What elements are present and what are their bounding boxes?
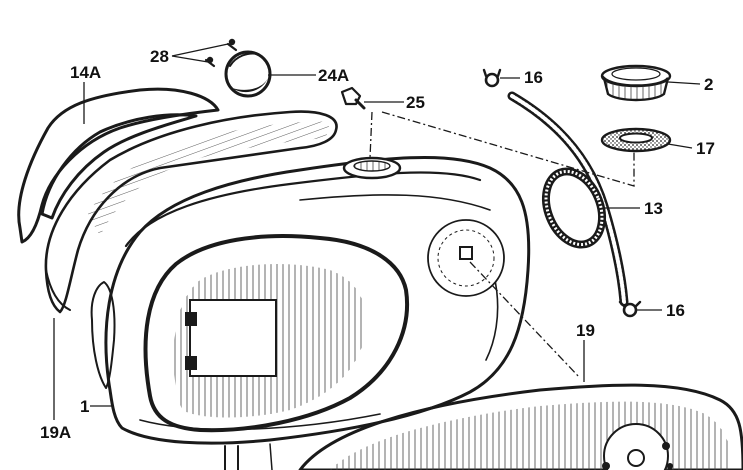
hose-clip-16-bottom [618,300,642,318]
callout-17: 17 [696,139,715,158]
knob-24a [224,50,272,98]
callout-labels: 28 14A 24A 25 16 2 17 13 16 19 1 19A [40,47,715,442]
tank-badge-plate [189,299,277,377]
hose-clip-16-top [482,68,502,88]
callout-19: 19 [576,321,595,340]
knee-grip-pad-14a [17,87,220,244]
callout-1: 1 [80,397,89,416]
fuel-tank-body-1 [104,155,531,470]
filler-cap-2 [600,64,672,102]
leader-lines [53,43,701,420]
washer-17 [600,127,672,153]
callout-14a: 14A [70,63,101,82]
callout-19a: 19A [40,423,71,442]
side-panel-19a [44,110,338,314]
callout-28: 28 [150,47,169,66]
callout-16-bottom: 16 [666,301,685,320]
callout-2: 2 [704,75,713,94]
callout-24a: 24A [318,66,349,85]
callout-25: 25 [406,93,425,112]
tank-rear-shadow [90,281,116,389]
callout-13: 13 [644,199,663,218]
fuel-hose-13 [507,91,629,307]
side-cover-19 [298,383,743,470]
bolt-25 [340,86,366,110]
callout-16-top: 16 [524,68,543,87]
screws-28 [204,38,238,68]
